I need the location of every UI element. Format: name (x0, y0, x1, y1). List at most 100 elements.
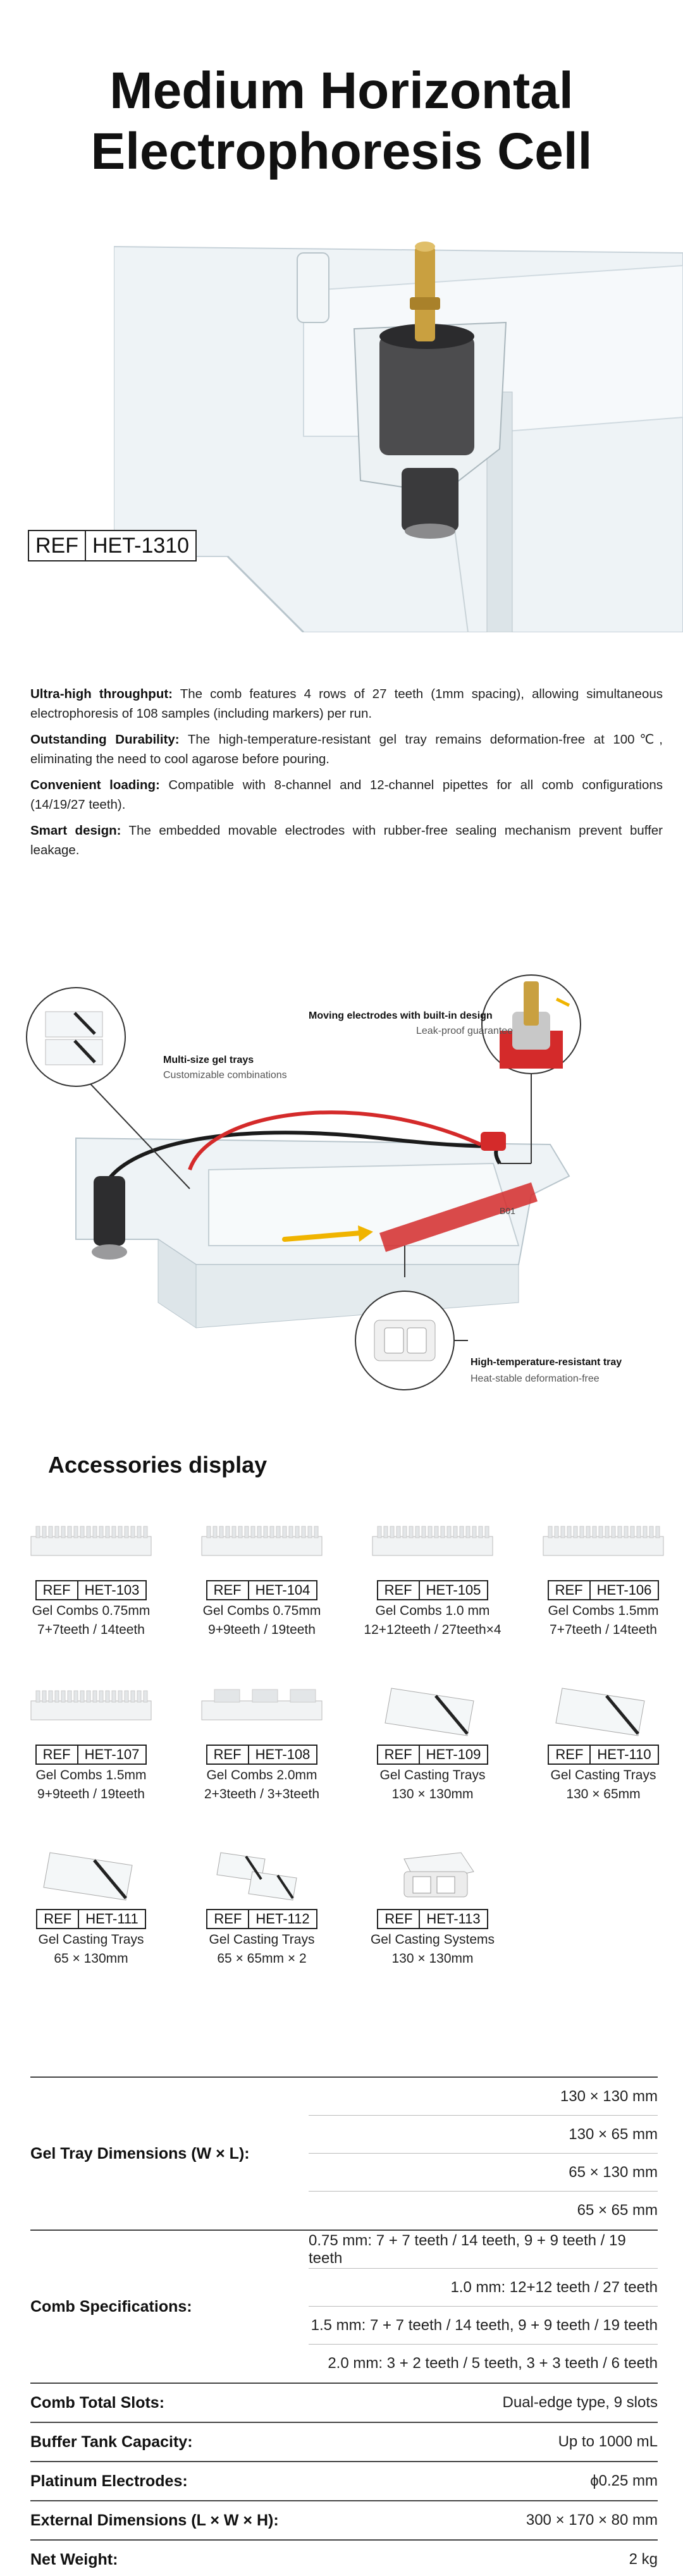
spec-row: Net Weight:2 kg (30, 2541, 658, 2576)
ref-label: REF (549, 1746, 591, 1763)
spec-row: External Dimensions (L × W × H): 300 × 17… (30, 2501, 658, 2541)
ref-code: HET-107 (84, 1746, 140, 1762)
spec-label: Platinum Electrodes: (30, 2472, 188, 2490)
ref-label: REF (207, 1910, 250, 1928)
spec-label: Buffer Tank Capacity: (30, 2432, 193, 2451)
feature-text: The embedded movable electrodes with rub… (30, 823, 663, 857)
accessory-image (372, 1526, 493, 1556)
accessory-name: Gel Combs 1.5mm (548, 1604, 659, 1618)
spec-table: Gel Tray Dimensions (W × L): 130 × 130 mm… (30, 2076, 658, 2576)
accessory-spec: 7+7teeth / 14teeth (37, 1622, 145, 1637)
spec-value: 65 × 130 mm (309, 2154, 658, 2192)
feature-heading: Smart design: (30, 823, 121, 838)
spec-value: 130 × 130 mm (309, 2078, 658, 2116)
feature-text: Compatible with 8-channel and 12-channel… (30, 778, 663, 812)
ref-code: HET-111 (85, 1911, 138, 1927)
hero-product-image (114, 242, 683, 632)
accessory-image (43, 1852, 133, 1901)
ref-label: REF (37, 1581, 78, 1599)
feature-item: Convenient loading: Compatible with 8-ch… (30, 775, 663, 814)
feature-item: Smart design: The embedded movable elect… (30, 821, 663, 860)
spec-label: Comb Total Slots: (30, 2393, 165, 2412)
ref-code: HET-110 (597, 1746, 651, 1762)
accessory-name: Gel Casting Trays (38, 1932, 144, 1947)
ref-code: HET-104 (255, 1582, 311, 1598)
feature-list: Ultra-high throughput: The comb features… (30, 684, 663, 866)
spec-row: Gel Tray Dimensions (W × L): 130 × 130 mm… (30, 2078, 658, 2231)
ref-code: HET-109 (426, 1746, 481, 1762)
accessories-heading: Accessories display (48, 1452, 268, 1478)
accessory-name: Gel Combs 1.5mm (35, 1768, 147, 1782)
feature-text: The comb features 4 rows of 27 teeth (1m… (30, 687, 663, 721)
accessory-image (555, 1688, 645, 1736)
accessory-name: Gel Casting Trays (550, 1768, 656, 1782)
hero-ref-badge: REF HET-1310 (28, 530, 197, 561)
spec-row: Buffer Tank Capacity: Up to 1000 mL (30, 2423, 658, 2462)
spec-values: Dual-edge type, 9 slots (309, 2384, 658, 2422)
ref-label: REF (378, 1746, 420, 1763)
accessory-image (30, 1690, 152, 1720)
accessory-spec: 12+12teeth / 27teeth×4 (364, 1622, 501, 1637)
callout-trays-title: Multi-size gel trays (163, 1055, 254, 1065)
ref-code: HET-1310 (92, 533, 190, 558)
spec-value: 1.5 mm: 7 + 7 teeth / 14 teeth, 9 + 9 te… (309, 2307, 658, 2345)
accessory-ref-badge: REF HET-103 (35, 1580, 147, 1600)
device-mark: B01 (500, 1206, 515, 1216)
accessory-spec: 7+7teeth / 14teeth (550, 1622, 657, 1637)
spec-value: 0.75 mm: 7 + 7 teeth / 14 teeth, 9 + 9 t… (309, 2231, 658, 2269)
spec-value: 300 × 170 × 80 mm (526, 2512, 658, 2529)
spec-values: Up to 1000 mL (309, 2423, 658, 2461)
ref-label: REF (378, 1910, 421, 1928)
ref-label: REF (207, 1746, 249, 1763)
accessory-spec: 130 × 130mm (391, 1787, 474, 1801)
accessory-ref-badge: REF HET-110 (548, 1745, 659, 1765)
ref-code: HET-113 (426, 1911, 481, 1927)
ref-label: REF (37, 1910, 80, 1928)
page-title-line2: Electrophoresis Cell (90, 123, 593, 180)
spec-value: Dual-edge type, 9 slots (502, 2394, 658, 2411)
ref-label: REF (29, 531, 86, 560)
feature-item: Outstanding Durability: The high-tempera… (30, 730, 663, 769)
ref-label: REF (549, 1581, 591, 1599)
spec-label: External Dimensions (L × W × H): (30, 2511, 279, 2529)
spec-value: 1.0 mm: 12+12 teeth / 27 teeth (309, 2269, 658, 2307)
spec-values: 2 kg (309, 2541, 658, 2576)
spec-label: Gel Tray Dimensions (W × L): (30, 2144, 250, 2162)
ref-code: HET-106 (596, 1582, 652, 1598)
accessory-image (543, 1526, 664, 1556)
spec-row: Comb Total Slots: Dual-edge type, 9 slots (30, 2384, 658, 2423)
ref-code: HET-108 (255, 1746, 311, 1762)
feature-heading: Ultra-high throughput: (30, 687, 173, 701)
accessory-image (385, 1688, 474, 1736)
accessory-name: Gel Casting Trays (209, 1932, 315, 1947)
callout-tray-title: High-temperature-resistant tray (471, 1357, 622, 1368)
exploded-diagram: B01 Moving electrodes with built- (0, 974, 683, 1416)
spec-value: 130 × 65 mm (309, 2116, 658, 2154)
device-illustration: B01 (26, 974, 581, 1390)
spec-value: 2.0 mm: 3 + 2 teeth / 5 teeth, 3 + 3 tee… (328, 2355, 658, 2372)
accessory-image (201, 1689, 323, 1720)
feature-text: The high-temperature-resistant gel tray … (30, 732, 663, 766)
callout-electrode-sub: Leak-proof guarantee (416, 1026, 513, 1036)
callout-trays-sub: Customizable combinations (163, 1070, 287, 1081)
spec-value: ϕ0.25 mm (590, 2472, 658, 2489)
accessory-image (403, 1852, 474, 1898)
spec-value: 65 × 65 mm (577, 2202, 658, 2219)
accessory-image (201, 1526, 323, 1556)
accessory-spec: 9+9teeth / 19teeth (208, 1622, 316, 1637)
accessory-spec: 130 × 65mm (566, 1787, 641, 1801)
ref-label: REF (378, 1581, 420, 1599)
accessory-ref-badge: REF HET-108 (206, 1745, 318, 1765)
accessory-spec: 9+9teeth / 19teeth (37, 1787, 145, 1801)
accessory-name: Gel Combs 2.0mm (206, 1768, 317, 1782)
ref-code: HET-103 (84, 1582, 140, 1598)
